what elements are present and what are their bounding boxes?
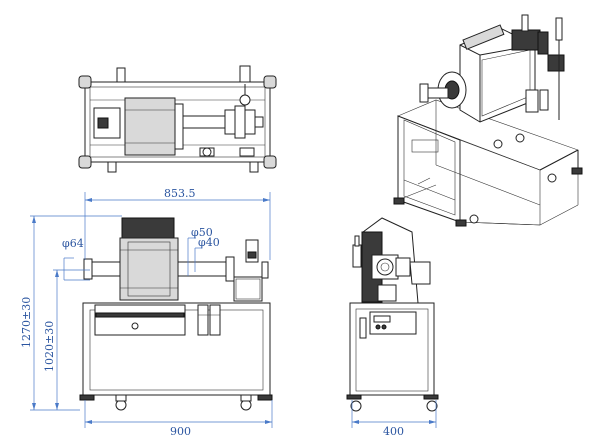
dim-overall-height: 1270±30 bbox=[20, 297, 33, 348]
dim-side-width: 400 bbox=[383, 425, 404, 438]
dimension-lines bbox=[30, 192, 437, 428]
isometric-view bbox=[393, 14, 583, 227]
side-view bbox=[346, 217, 439, 412]
dim-left-pipe: φ64 bbox=[62, 237, 84, 250]
dim-pipe-inner: φ40 bbox=[198, 236, 220, 249]
dim-frame-width: 900 bbox=[170, 425, 191, 438]
dim-top-width: 853.5 bbox=[164, 187, 196, 200]
dim-pipe-outer: φ50 bbox=[191, 226, 213, 239]
dim-pipe-height: 1020±30 bbox=[43, 321, 56, 372]
top-view bbox=[78, 65, 277, 173]
front-view bbox=[79, 217, 273, 411]
